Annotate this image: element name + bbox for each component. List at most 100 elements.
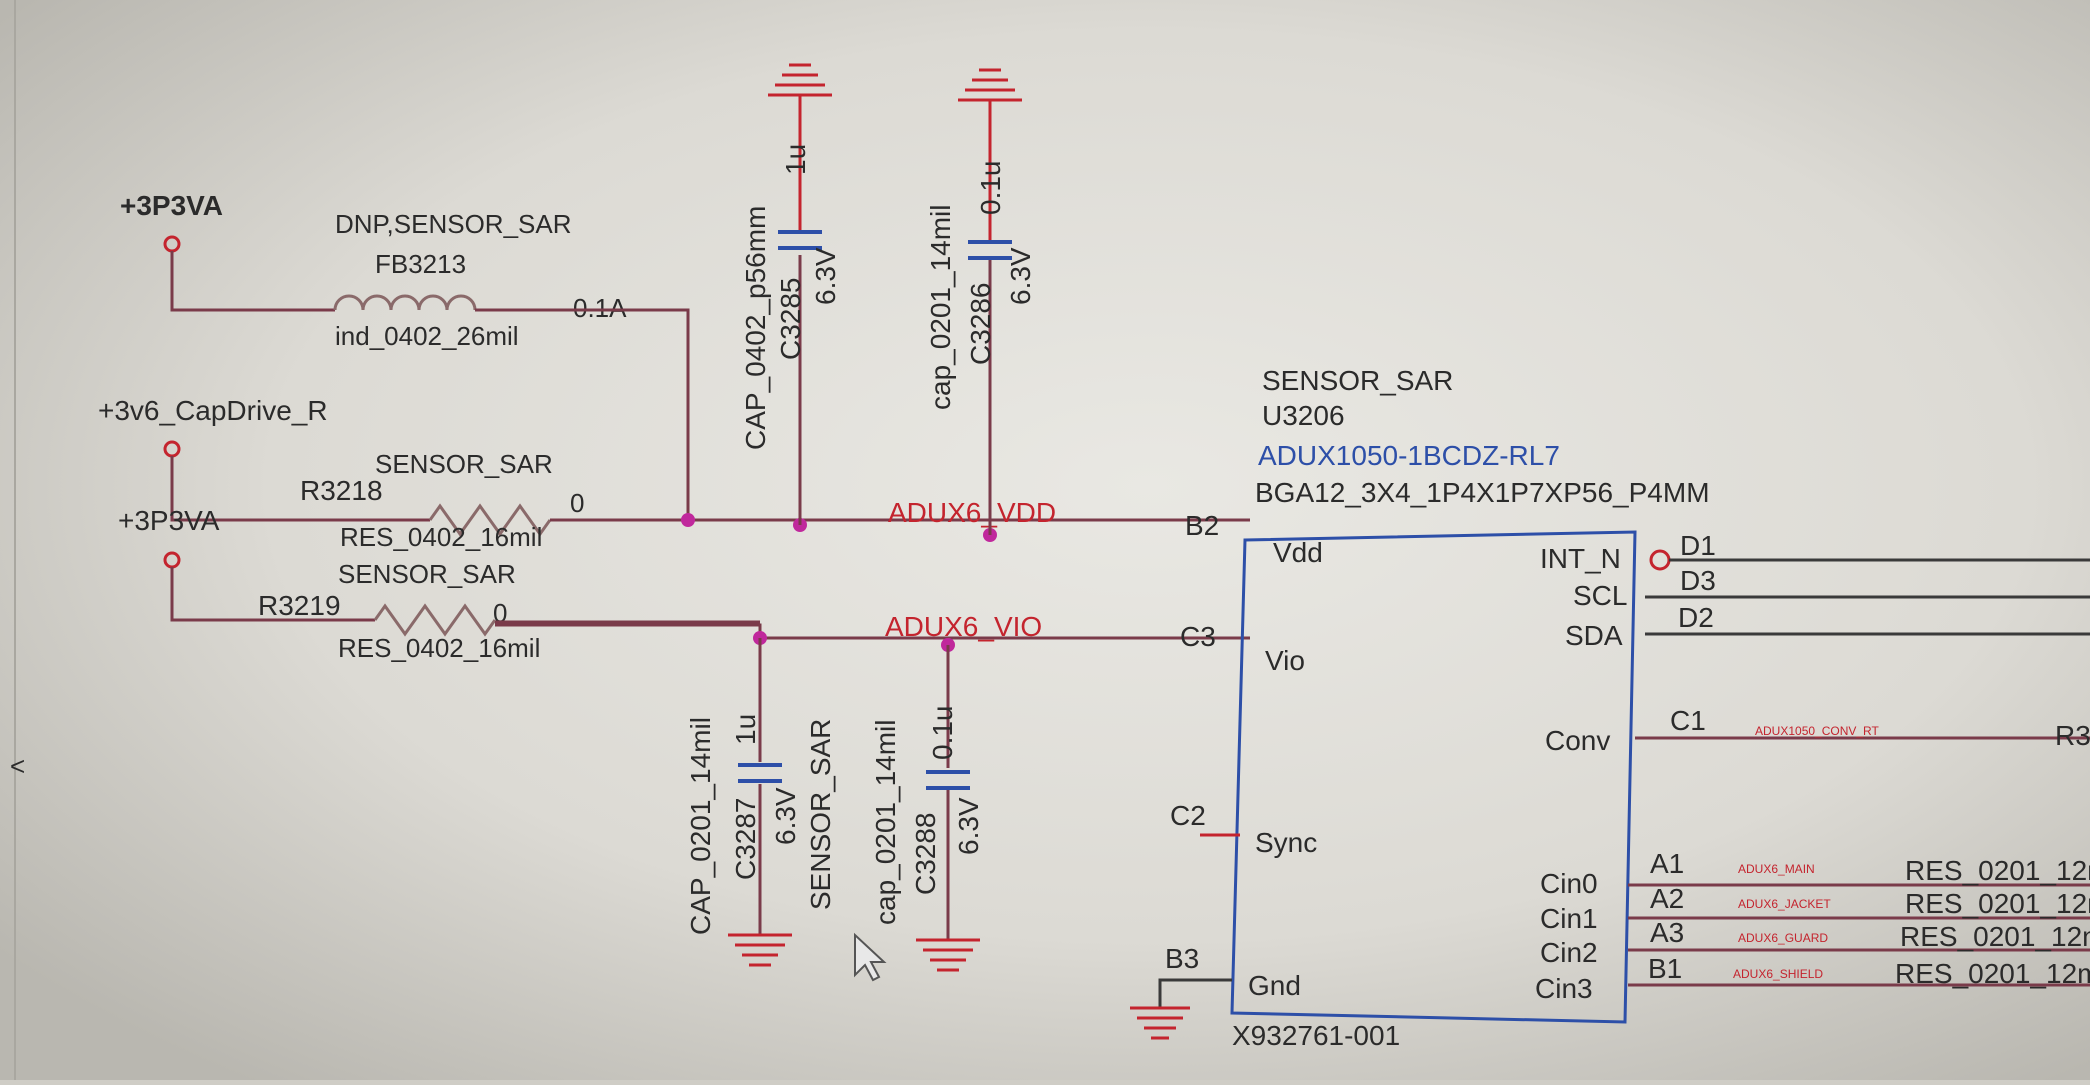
fb3213-footprint: ind_0402_26mil [335, 321, 519, 351]
capacitor-c3286[interactable]: cap_0201_14mil C3286 0.1u 6.3V [925, 68, 1036, 535]
net-label-conv: ADUX1050_CONV_RT [1755, 724, 1880, 738]
c3286-value: 0.1u [975, 161, 1006, 216]
pin-name-cin1: Cin1 [1540, 903, 1598, 934]
rail-label-3v6: +3v6_CapDrive_R [98, 395, 328, 426]
u3206-group: SENSOR_SAR [1262, 365, 1453, 396]
r3219-ref: R3219 [258, 590, 341, 621]
u3206-part-number: X932761-001 [1232, 1020, 1400, 1051]
pin-name-conv: Conv [1545, 725, 1610, 756]
c3287-footprint: CAP_0201_14mil [685, 717, 716, 935]
r3218-ref: R3218 [300, 475, 383, 506]
pin-ball-b1: B1 [1648, 953, 1682, 984]
resistor-icon [428, 503, 552, 537]
pin-ball-a1: A1 [1650, 848, 1684, 879]
resistor-r3219[interactable]: SENSOR_SAR R3219 0 RES_0402_16mil [258, 559, 760, 663]
net-adux6-vdd[interactable]: ADUX6_VDD [681, 497, 1250, 542]
net-adux6-vio[interactable]: ADUX6_VIO [495, 611, 1250, 652]
pin-ball-c3: C3 [1180, 621, 1216, 652]
inductor-fb3213[interactable]: DNP,SENSOR_SAR FB3213 ind_0402_26mil 0.1… [333, 209, 690, 520]
pin-ball-a2: A2 [1650, 883, 1684, 914]
ground-icon [728, 933, 792, 967]
net-label-shield: ADUX6_SHIELD [1733, 967, 1823, 981]
r3218-value: 0 [570, 488, 584, 518]
c3288-ref: C3288 [910, 812, 941, 895]
pin-ball-c1: C1 [1670, 705, 1706, 736]
pin-name-cin3: Cin3 [1535, 973, 1593, 1004]
c3288-value: 0.1u [927, 706, 958, 761]
ground-icon [958, 68, 1022, 102]
rail-3p3va-top[interactable]: +3P3VA [120, 190, 335, 312]
net-label-guard: ADUX6_GUARD [1738, 931, 1828, 945]
ic-body [1230, 530, 1637, 1024]
rail-label-3p3va-top: +3P3VA [120, 190, 223, 221]
ic-u3206[interactable]: X932761-001 B2 Vdd C3 Vio C2 Sync B3 Gnd… [1130, 510, 2090, 1051]
pin-ball-b2: B2 [1185, 510, 1219, 541]
cin3-resistor-fp: RES_0201_12mi [1895, 958, 2090, 989]
pin-name-cin2: Cin2 [1540, 937, 1598, 968]
net-label-vio: ADUX6_VIO [885, 611, 1042, 642]
pin-name-int-n: INT_N [1540, 543, 1621, 574]
cin1-resistor-fp: RES_0201_12m [1905, 888, 2090, 919]
r3218-group: SENSOR_SAR [375, 449, 553, 479]
cin2-resistor-fp: RES_0201_12mi [1900, 921, 2090, 952]
resistor-icon [373, 603, 497, 637]
fb3213-group: DNP,SENSOR_SAR [335, 209, 572, 239]
u3206-ref: U3206 [1262, 400, 1345, 431]
c3288-footprint: cap_0201_14mil [870, 720, 901, 926]
r3219-group: SENSOR_SAR [338, 559, 516, 589]
rail-3v6-capdrive[interactable]: +3v6_CapDrive_R [98, 395, 430, 522]
c3287-group: SENSOR_SAR [805, 719, 836, 910]
u3206-header: SENSOR_SAR U3206 ADUX1050-1BCDZ-RL7 BGA1… [1255, 365, 1710, 508]
capacitor-c3285[interactable]: CAP_0402_p56mm C3285 1u 6.3V [740, 63, 841, 525]
c3285-ref: C3285 [775, 277, 806, 360]
c3287-voltage: 6.3V [770, 787, 801, 845]
net-label-vdd: ADUX6_VDD [888, 497, 1056, 528]
pin-name-sync: Sync [1255, 827, 1317, 858]
capacitor-c3288[interactable]: cap_0201_14mil C3288 0.1u 6.3V [870, 645, 984, 972]
r3218-footprint: RES_0402_16mil [340, 522, 542, 552]
pin-name-scl: SCL [1573, 580, 1627, 611]
pin-ball-a3: A3 [1650, 917, 1684, 948]
ground-icon [768, 63, 832, 97]
c3287-ref: C3287 [730, 797, 761, 880]
c3285-voltage: 6.3V [810, 247, 841, 305]
capacitor-c3287[interactable]: CAP_0201_14mil C3287 1u 6.3V SENSOR_SAR [685, 638, 836, 967]
c3285-footprint: CAP_0402_p56mm [740, 206, 771, 450]
fb3213-value: 0.1A [573, 293, 627, 323]
c3286-voltage: 6.3V [1005, 247, 1036, 305]
conv-resistor-ref: R3 [2055, 720, 2090, 751]
u3206-part: ADUX1050-1BCDZ-RL7 [1258, 440, 1560, 471]
resistor-r3218[interactable]: SENSOR_SAR R3218 0 RES_0402_16mil [300, 449, 688, 552]
pin-ball-b3: B3 [1165, 943, 1199, 974]
pin-name-vio: Vio [1265, 645, 1305, 676]
scroll-left-arrow[interactable]: < [10, 751, 25, 781]
pin-name-cin0: Cin0 [1540, 868, 1598, 899]
mouse-cursor-icon [854, 932, 887, 982]
pin-ball-d3: D3 [1680, 565, 1716, 596]
cin0-resistor-fp: RES_0201_12m [1905, 855, 2090, 886]
ground-icon [916, 938, 980, 972]
pin-name-vdd: Vdd [1273, 537, 1323, 568]
inductor-icon [333, 294, 477, 311]
junction-dot [681, 513, 695, 527]
c3286-ref: C3286 [965, 282, 996, 365]
r3219-footprint: RES_0402_16mil [338, 633, 540, 663]
u3206-package: BGA12_3X4_1P4X1P7XP56_P4MM [1255, 477, 1710, 508]
c3288-voltage: 6.3V [953, 797, 984, 855]
rail-label-3p3va-mid: +3P3VA [118, 505, 220, 536]
rail-3p3va-mid[interactable]: +3P3VA [118, 505, 375, 622]
pin-ball-d1: D1 [1680, 530, 1716, 561]
pin-ball-c2: C2 [1170, 800, 1206, 831]
pin-name-sda: SDA [1565, 620, 1623, 651]
net-label-jacket: ADUX6_JACKET [1738, 897, 1831, 911]
ground-icon [1130, 1006, 1190, 1040]
net-label-main: ADUX6_MAIN [1738, 862, 1815, 876]
c3287-value: 1u [730, 714, 761, 745]
fb3213-ref: FB3213 [375, 249, 466, 279]
pin-name-gnd: Gnd [1248, 970, 1301, 1001]
pin-ball-d2: D2 [1678, 602, 1714, 633]
c3286-footprint: cap_0201_14mil [925, 205, 956, 411]
